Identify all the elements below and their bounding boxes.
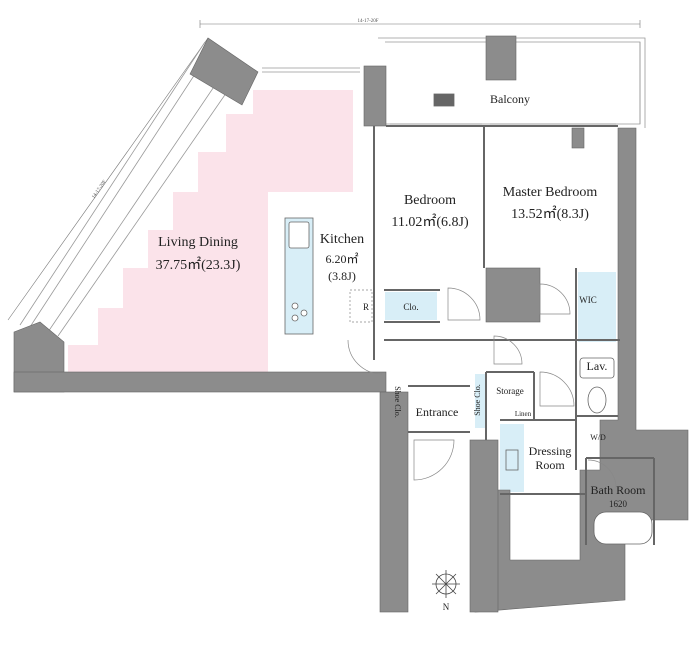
linen-label: Linen <box>515 410 532 418</box>
living-dining-floor <box>68 90 353 372</box>
dressing-room-line2: Room <box>535 458 565 472</box>
kitchen-area: 6.20㎡ <box>325 252 358 266</box>
balcony-name: Balcony <box>490 92 530 106</box>
living-dining-name: Living Dining <box>158 235 238 250</box>
door-swings <box>347 283 617 489</box>
living-dining-area: 37.75㎡(23.3J) <box>156 257 241 273</box>
dressing-fixture <box>505 449 519 471</box>
entrance-label: Entrance <box>416 405 459 419</box>
dimension-lines <box>7 20 641 321</box>
dressing-room-line1: Dressing <box>529 444 572 458</box>
shoe-closet-right-label: Shoe Clo. <box>473 384 482 416</box>
bath-room-size: 1620 <box>609 499 628 509</box>
master-bedroom-area: 13.52㎡(8.3J) <box>511 206 589 222</box>
interior-walls <box>373 125 655 545</box>
shoe-closet-left-label: Shoe Clo. <box>393 386 402 418</box>
lavatory-label: Lav. <box>587 359 608 373</box>
bath-room-name: Bath Room <box>590 483 646 497</box>
windows <box>262 67 616 125</box>
bedroom-name: Bedroom <box>404 193 456 208</box>
dimension-side: 14-17-20F <box>91 179 107 199</box>
compass-icon <box>432 570 460 598</box>
washbasin <box>579 357 615 379</box>
compass-label: N <box>443 602 450 612</box>
structural-walls <box>13 35 689 613</box>
floor-symbol <box>433 93 455 107</box>
toilet <box>587 386 607 414</box>
kitchen-name: Kitchen <box>320 232 364 247</box>
kitchen-sink <box>288 221 310 249</box>
dimension-top: 14-17-20F <box>357 19 378 24</box>
closet-label: Clo. <box>403 302 418 312</box>
washer-dryer-label: W/D <box>590 433 606 442</box>
bedroom-area: 11.02㎡(6.8J) <box>391 214 469 230</box>
storage-label: Storage <box>496 386 524 396</box>
wic-label: WIC <box>579 295 597 305</box>
refrigerator-label: R <box>363 302 369 312</box>
bathtub <box>593 511 653 545</box>
side-balcony <box>19 41 239 337</box>
fixtures <box>288 93 653 545</box>
stove-burner <box>291 302 299 310</box>
kitchen-tatami: (3.8J) <box>328 269 356 283</box>
master-bedroom-name: Master Bedroom <box>503 185 598 200</box>
